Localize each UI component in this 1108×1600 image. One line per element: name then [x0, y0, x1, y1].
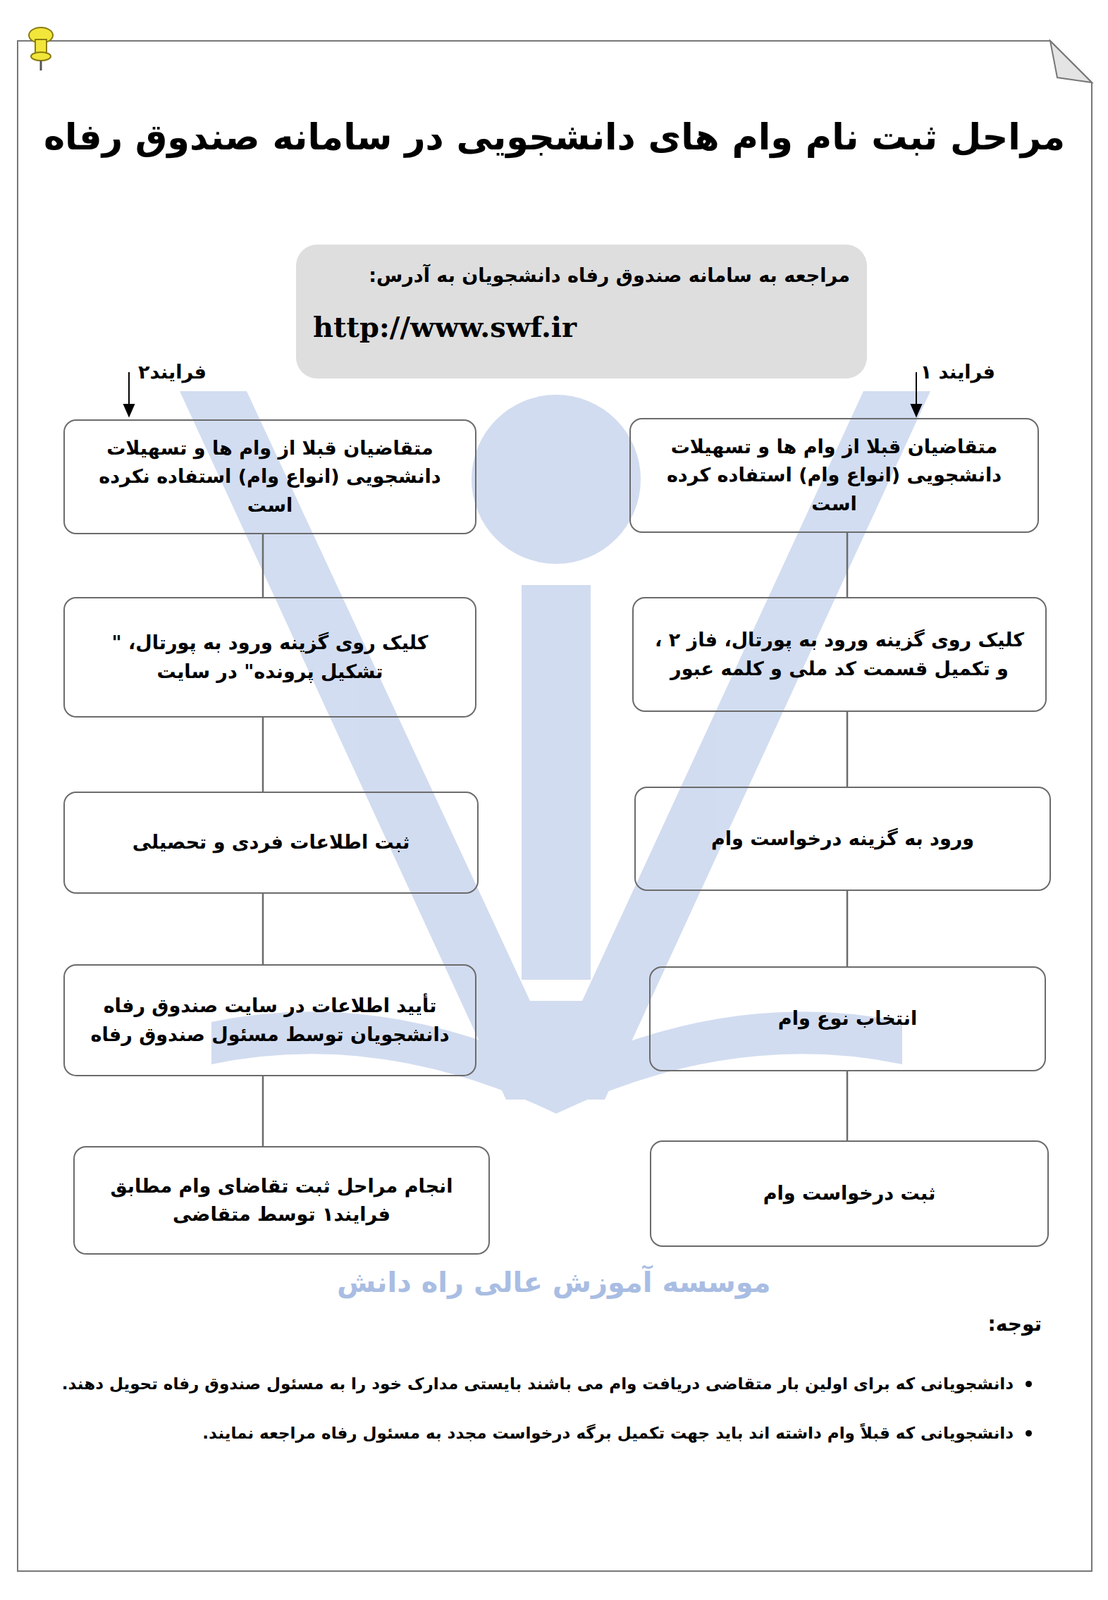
process-arrows — [124, 372, 922, 416]
process-box: ورود به گزینه درخواست وام — [634, 786, 1051, 891]
step-text: ورود به گزینه درخواست وام — [711, 824, 975, 854]
step-text: انجام مراحل ثبت تقاضای وام مطابق فرایند۱… — [90, 1172, 473, 1230]
pushpin — [28, 27, 53, 71]
step-text: متقاضیان قبلا از وام ها و تسهیلات دانشجو… — [80, 434, 460, 521]
step-text: متقاضیان قبلا از وام ها و تسهیلات دانشجو… — [646, 432, 1023, 519]
connector — [262, 1076, 265, 1147]
connector — [846, 1071, 849, 1141]
url: http://www.swf.ir — [312, 310, 851, 344]
note-text: دانشجویانی که برای اولین بار متقاضی دریا… — [62, 1374, 1014, 1393]
address-intro: مراجعه به سامانه صندوق رفاه دانشجویان به… — [312, 264, 851, 287]
page-border — [17, 40, 1092, 1572]
process-box: ثبت درخواست وام — [649, 1140, 1049, 1247]
step-text: انتخاب نوع وام — [778, 1004, 917, 1034]
connector — [262, 717, 265, 792]
title: مراحل ثبت نام وام های دانشجویی در سامانه… — [43, 116, 1066, 158]
process-label: فرایند ۱ — [920, 360, 996, 383]
note-heading: توجه: — [988, 1312, 1042, 1336]
step-text: تأیید اطلاعات در سایت صندوق رفاه دانشجوی… — [80, 991, 460, 1049]
process-box: انتخاب نوع وام — [649, 966, 1046, 1072]
connector — [846, 711, 849, 787]
process-box: ثبت اطلاعات فردی و تحصیلی — [63, 791, 479, 894]
process-box: متقاضیان قبلا از وام ها و تسهیلات دانشجو… — [63, 419, 477, 535]
process-box: کلیک روی گزینه ورود به پورتال، " تشکیل پ… — [63, 596, 477, 718]
connector — [846, 890, 849, 967]
process-box: انجام مراحل ثبت تقاضای وام مطابق فرایند۱… — [73, 1146, 490, 1255]
step-text: ثبت اطلاعات فردی و تحصیلی — [132, 828, 411, 858]
bullet — [1025, 1430, 1032, 1437]
connector — [262, 534, 265, 597]
folded-corner — [1050, 40, 1092, 83]
process-box: کلیک روی گزینه ورود به پورتال، فاز ۲ ، و… — [632, 596, 1047, 712]
connector — [846, 532, 849, 597]
address-box: مراجعه به سامانه صندوق رفاه دانشجویان به… — [296, 244, 867, 379]
step-text: کلیک روی گزینه ورود به پورتال، " تشکیل پ… — [80, 628, 460, 686]
process-box: تأیید اطلاعات در سایت صندوق رفاه دانشجوی… — [63, 964, 477, 1077]
note-text: دانشجویانی که قبلاً وام داشته اند باید ج… — [202, 1423, 1014, 1443]
watermark-text: موسسه آموزش عالی راه دانش — [336, 1265, 772, 1299]
process-label: فرایند۲ — [138, 360, 207, 383]
step-text: کلیک روی گزینه ورود به پورتال، فاز ۲ ، و… — [649, 625, 1030, 683]
connector — [262, 893, 265, 965]
step-text: ثبت درخواست وام — [763, 1179, 937, 1209]
bullet — [1025, 1380, 1032, 1388]
process-box: متقاضیان قبلا از وام ها و تسهیلات دانشجو… — [629, 417, 1039, 533]
